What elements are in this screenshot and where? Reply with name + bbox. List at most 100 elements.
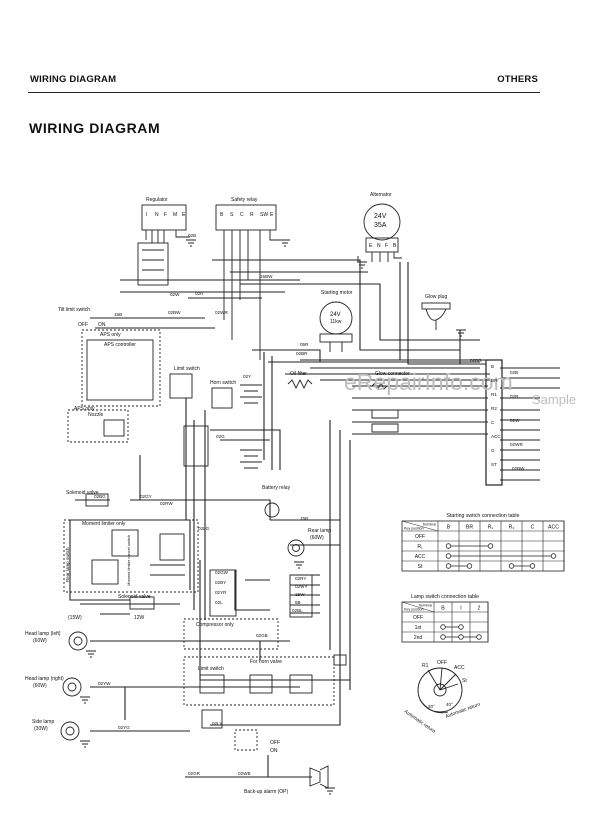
ignition-terminal-label: B bbox=[491, 364, 494, 369]
wire-code-label: 5B bbox=[295, 600, 301, 605]
off-label: OFF bbox=[270, 740, 280, 746]
solenoid-valve-label-2: Solenoid valve bbox=[118, 594, 151, 600]
section-header-left: WIRING DIAGRAM bbox=[30, 74, 117, 85]
starting-switch-table-row-label: St bbox=[418, 564, 423, 570]
rear-lamp-switch-label: Rear lamp switch bbox=[65, 547, 70, 582]
starting-switch-table-connection-mark bbox=[529, 563, 536, 569]
wire-code-label: 02BY bbox=[215, 580, 226, 585]
wire-code-label: 02YR bbox=[215, 590, 227, 595]
lamp-switch-table-column-header: B bbox=[441, 606, 445, 612]
starting-switch-table-row-label: R₁ bbox=[417, 544, 423, 550]
starting-switch-table-corner-top: Terminal bbox=[422, 523, 436, 527]
starting-switch-table-corner-bottom: Key position bbox=[404, 527, 424, 531]
alternator-voltage: 24V bbox=[374, 213, 387, 220]
starting-switch-table-row-label: ACC bbox=[415, 554, 426, 560]
head-lamp-left-rating: (60W) bbox=[33, 638, 47, 644]
aps-controller-label: APS controller bbox=[104, 342, 136, 348]
starting-switch-table-column-header: R₁ bbox=[488, 525, 494, 531]
safety-relay-pin-label: R bbox=[250, 212, 254, 218]
rear-lamp-label: Rear lamp bbox=[308, 528, 331, 534]
lamp-switch-table-caption: Lamp switch connection table bbox=[411, 594, 479, 600]
wire-code-label: 02B bbox=[510, 370, 518, 375]
connector-blocks bbox=[63, 329, 503, 751]
starting-switch-table-connection-mark bbox=[550, 553, 557, 559]
starting-motor-label: Starting motor bbox=[321, 290, 353, 296]
wire-code-label: 02BR bbox=[296, 351, 308, 356]
wire-code-label: 02R bbox=[510, 394, 519, 399]
watermark-main: eRepairInfo.com bbox=[344, 369, 513, 395]
wire-code-label: 02BW bbox=[512, 466, 525, 471]
key-dial-position-label: OFF bbox=[437, 660, 447, 666]
on-label-2: ON bbox=[98, 322, 106, 328]
starting-motor-component bbox=[319, 301, 353, 352]
key-dial-position-label: R1 bbox=[422, 663, 429, 669]
page-title: WIRING DIAGRAM bbox=[29, 120, 161, 136]
alternator-pin-label: N bbox=[377, 243, 381, 249]
lamp-switch-table-row-label: 1st bbox=[415, 625, 422, 631]
wire-code-label: 02GW bbox=[215, 570, 229, 575]
aps-only-label: APS only bbox=[100, 332, 121, 338]
starting-switch-table: Starting switch connection tableTerminal… bbox=[401, 513, 565, 572]
off-label-2: OFF bbox=[78, 322, 88, 328]
ignition-terminal-label: BR bbox=[491, 378, 498, 383]
battery-symbols bbox=[240, 384, 280, 518]
lamp-switch-table-connection-mark bbox=[440, 634, 446, 640]
wire-labels: 02B02R02W02WR02BW15B15BW05R02BR02Y02G02B… bbox=[94, 233, 525, 776]
starting-switch-table-column-header: ACC bbox=[548, 525, 559, 531]
safety-relay-pin-label: SW bbox=[260, 212, 268, 218]
alternator-label: Alternator bbox=[370, 192, 392, 198]
ignition-terminal-label: R2 bbox=[491, 406, 497, 411]
lamp-switch-table-connection-mark bbox=[440, 624, 446, 630]
ignition-terminal-label: C bbox=[491, 420, 495, 425]
limit-switch-label-2: Limit switch bbox=[198, 666, 224, 672]
oil-filter-symbol bbox=[287, 378, 313, 390]
head-lamp-right-label: Head lamp (right) bbox=[25, 676, 64, 682]
wire-code-label: 02WY bbox=[295, 584, 308, 589]
aps-only-label-2: APS only bbox=[74, 406, 95, 412]
limit-switch-label: Limit switch bbox=[174, 366, 200, 372]
wire-code-label: 02RY bbox=[295, 576, 306, 581]
wire-code-label: 02B bbox=[188, 233, 196, 238]
key-dial-angle-label: 30° bbox=[428, 704, 435, 709]
alternator-component bbox=[357, 203, 402, 262]
ground-symbols bbox=[80, 239, 466, 795]
moment-limiter-cancel-label: Moment limiter cancel switch bbox=[126, 535, 131, 586]
wire-code-label: 02LG bbox=[198, 526, 210, 531]
safety-relay-component bbox=[215, 204, 284, 360]
ignition-terminal-label: R1 bbox=[491, 392, 497, 397]
wire-code-label: 02WR bbox=[215, 310, 228, 315]
moment-limiter-only-label: Moment limiter only bbox=[82, 521, 126, 527]
watermark-sub: Sample bbox=[532, 392, 576, 407]
wire-code-label: 02GR bbox=[188, 771, 201, 776]
connection-tables: Starting switch connection tableTerminal… bbox=[401, 513, 565, 643]
lamp-switch-table-corner-top: Terminal bbox=[418, 604, 432, 608]
ignition-terminal-label: ST bbox=[491, 462, 497, 467]
wire-code-label: 02W bbox=[170, 292, 180, 297]
horn-switch-label: Horn switch bbox=[210, 380, 236, 386]
wire-code-label: 02WB bbox=[238, 771, 251, 776]
starting-switch-table-connection-mark bbox=[466, 563, 473, 569]
safety-relay-label: Safety relay bbox=[231, 197, 258, 203]
alternator-pin-label: B bbox=[393, 243, 397, 249]
safety-relay-pin-label: C bbox=[240, 212, 244, 218]
regulator-pin-label: M bbox=[173, 212, 177, 218]
alternator-pin-label: E bbox=[369, 243, 373, 249]
wire-code-label: 02GB bbox=[256, 633, 268, 638]
wire-code-label: 02BL bbox=[292, 608, 303, 613]
lamp-rating-15w: (15W) bbox=[68, 615, 82, 621]
wire-code-label: 02LY bbox=[212, 721, 222, 726]
starting-motor-voltage: 24V bbox=[330, 312, 341, 318]
key-switch-dial bbox=[417, 667, 463, 714]
on-label: ON bbox=[270, 748, 278, 754]
compressor-only-label: Compressor only bbox=[196, 622, 234, 628]
regulator-pin-label: N bbox=[155, 212, 159, 218]
starting-switch-table-caption: Starting switch connection table bbox=[447, 513, 520, 519]
wire-code-label: 15W bbox=[295, 592, 305, 597]
starting-switch-table-connection-mark bbox=[445, 543, 452, 549]
starting-switch-table-connection-mark bbox=[508, 563, 515, 569]
lamp-switch-table-corner-bottom: Key position bbox=[404, 608, 424, 612]
wire-code-label: 02BW bbox=[168, 310, 181, 315]
